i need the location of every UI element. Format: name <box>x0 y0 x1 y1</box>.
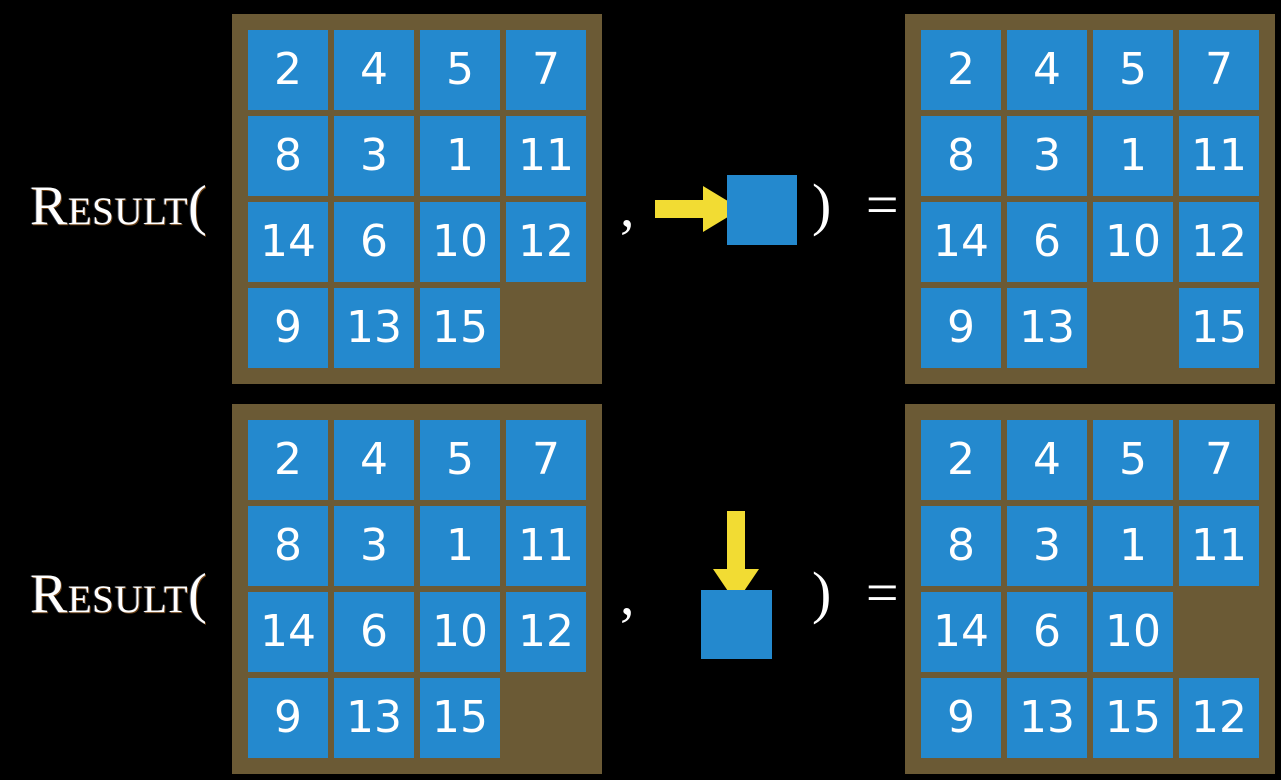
puzzle-tile[interactable]: 4 <box>334 30 414 110</box>
puzzle-tile[interactable]: 10 <box>420 202 500 282</box>
puzzle-tile[interactable]: 14 <box>921 592 1001 672</box>
puzzle-tile[interactable]: 9 <box>248 678 328 758</box>
puzzle-tile[interactable]: 8 <box>921 506 1001 586</box>
arrow-right-icon <box>655 186 741 232</box>
puzzle-tile[interactable]: 8 <box>921 116 1001 196</box>
puzzle-tile[interactable]: 12 <box>1179 678 1259 758</box>
puzzle-tile[interactable]: 11 <box>1179 116 1259 196</box>
puzzle-tile[interactable]: 15 <box>420 288 500 368</box>
puzzle-tile[interactable]: 10 <box>1093 202 1173 282</box>
puzzle-tile[interactable]: 2 <box>921 420 1001 500</box>
puzzle-tile[interactable]: 6 <box>1007 202 1087 282</box>
close-paren-equals-row2: ) = <box>812 560 909 625</box>
puzzle-tile[interactable]: 4 <box>1007 420 1087 500</box>
operand-tile-row2[interactable] <box>701 590 772 659</box>
puzzle-tile[interactable]: 3 <box>1007 506 1087 586</box>
puzzle-tile[interactable]: 2 <box>248 420 328 500</box>
puzzle-empty-cell <box>506 288 586 368</box>
puzzle-tile[interactable]: 7 <box>1179 30 1259 110</box>
puzzle-tile[interactable]: 2 <box>248 30 328 110</box>
puzzle-tile[interactable]: 5 <box>1093 420 1173 500</box>
puzzle-tile[interactable]: 7 <box>506 420 586 500</box>
puzzle-tile[interactable]: 12 <box>506 592 586 672</box>
puzzle-tile[interactable]: 15 <box>420 678 500 758</box>
result-label-row1: Result( <box>30 175 208 237</box>
puzzle-tile[interactable]: 14 <box>248 202 328 282</box>
arrow-down-icon <box>713 511 759 603</box>
puzzle-tile[interactable]: 7 <box>506 30 586 110</box>
puzzle-empty-cell <box>506 678 586 758</box>
puzzle-tile[interactable]: 2 <box>921 30 1001 110</box>
puzzle-tile[interactable]: 12 <box>506 202 586 282</box>
puzzle-tile[interactable]: 5 <box>420 420 500 500</box>
puzzle-tile[interactable]: 8 <box>248 506 328 586</box>
puzzle-tile[interactable]: 6 <box>334 202 414 282</box>
puzzle-tile[interactable]: 9 <box>921 288 1001 368</box>
puzzle-tile[interactable]: 11 <box>1179 506 1259 586</box>
puzzle-tile[interactable]: 15 <box>1093 678 1173 758</box>
puzzle-tile[interactable]: 3 <box>1007 116 1087 196</box>
puzzle-tile[interactable]: 9 <box>248 288 328 368</box>
puzzle-tile[interactable]: 4 <box>334 420 414 500</box>
close-paren-equals-row1: ) = <box>812 172 909 237</box>
puzzle-tile[interactable]: 5 <box>1093 30 1173 110</box>
puzzle-tile[interactable]: 5 <box>420 30 500 110</box>
comma-row1: , <box>620 174 635 239</box>
puzzle-tile[interactable]: 7 <box>1179 420 1259 500</box>
puzzle-tile[interactable]: 1 <box>420 116 500 196</box>
operand-tile-row1[interactable] <box>727 175 797 245</box>
puzzle-tile[interactable]: 3 <box>334 506 414 586</box>
puzzle-tile[interactable]: 13 <box>1007 288 1087 368</box>
puzzle-tile[interactable]: 3 <box>334 116 414 196</box>
puzzle-empty-cell <box>1179 592 1259 672</box>
result-label-row2: Result( <box>30 563 208 625</box>
puzzle-tile[interactable]: 13 <box>1007 678 1087 758</box>
puzzle-tile[interactable]: 6 <box>1007 592 1087 672</box>
puzzle-tile[interactable]: 10 <box>1093 592 1173 672</box>
puzzle-tile[interactable]: 13 <box>334 288 414 368</box>
puzzle-tile[interactable]: 6 <box>334 592 414 672</box>
puzzle-tile[interactable]: 10 <box>420 592 500 672</box>
puzzle-tile[interactable]: 13 <box>334 678 414 758</box>
puzzle-tile[interactable]: 14 <box>248 592 328 672</box>
puzzle-tile[interactable]: 12 <box>1179 202 1259 282</box>
puzzle-tile[interactable]: 15 <box>1179 288 1259 368</box>
puzzle-tile[interactable]: 1 <box>420 506 500 586</box>
puzzle-tile[interactable]: 9 <box>921 678 1001 758</box>
puzzle-empty-cell <box>1093 288 1173 368</box>
puzzle-tile[interactable]: 1 <box>1093 116 1173 196</box>
puzzle-tile[interactable]: 11 <box>506 506 586 586</box>
puzzle-tile[interactable]: 11 <box>506 116 586 196</box>
comma-row2: , <box>620 562 635 627</box>
puzzle-tile[interactable]: 8 <box>248 116 328 196</box>
puzzle-tile[interactable]: 1 <box>1093 506 1173 586</box>
puzzle-tile[interactable]: 14 <box>921 202 1001 282</box>
puzzle-tile[interactable]: 4 <box>1007 30 1087 110</box>
